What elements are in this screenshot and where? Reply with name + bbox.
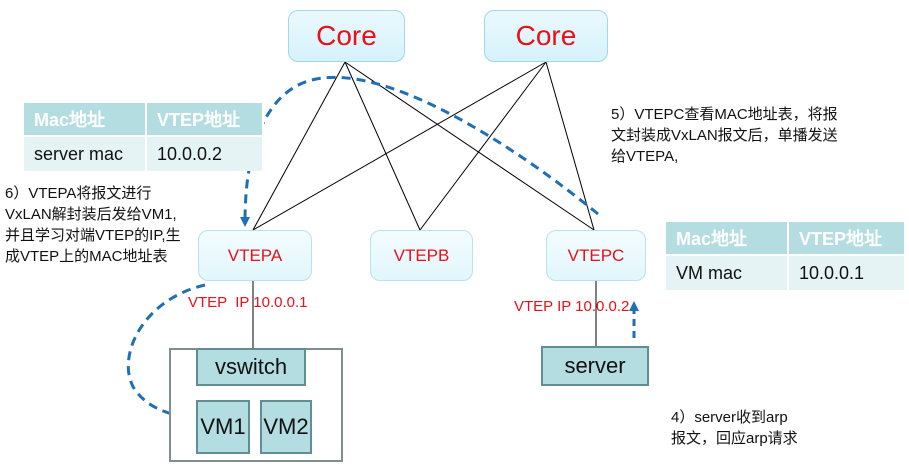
- mac-table-vtepa: Mac地址 VTEP地址 server mac 10.0.0.2: [24, 103, 264, 171]
- vtep-c: VTEPC: [546, 230, 646, 281]
- vtep-header: VTEP地址: [146, 103, 264, 136]
- flow-arrow-vtepa-to-vm1: [126, 283, 206, 422]
- server: server: [541, 346, 649, 386]
- link-core1-vtepb: [344, 61, 421, 231]
- mac-table-header-row: Mac地址 VTEP地址: [666, 222, 906, 255]
- vtep-cell: 10.0.0.2: [146, 135, 264, 171]
- note-step4: 4）server收到arp 报文，回应arp请求: [671, 409, 798, 447]
- note-step5: 5）VTEPC查看MAC地址表，将报 文封装成VxLAN报文后，单播发送 给VT…: [611, 106, 838, 165]
- core-switch-1: Core: [288, 10, 405, 62]
- mac-table-header-row: Mac地址 VTEP地址: [24, 103, 264, 136]
- table-row: server mac 10.0.0.2: [24, 135, 264, 171]
- flow-arrow-vtepc-to-vtepa: [240, 76, 599, 227]
- vm2: VM2: [260, 400, 312, 454]
- vtep-header: VTEP地址: [788, 222, 906, 255]
- mac-cell: server mac: [24, 135, 147, 171]
- link-core1-vtepa: [252, 61, 346, 231]
- note-step6: 6）VTEPA将报文进行 VxLAN解封装后发给VM1, 并且学习对端VTEP的…: [5, 185, 181, 265]
- vtep-cell: 10.0.0.1: [788, 254, 906, 290]
- table-row: VM mac 10.0.0.1: [666, 254, 906, 290]
- vtep-b: VTEPB: [370, 230, 473, 281]
- mac-table-vtepc: Mac地址 VTEP地址 VM mac 10.0.0.1: [666, 222, 906, 290]
- vtep-a: VTEPA: [198, 230, 312, 281]
- vswitch: vswitch: [196, 348, 306, 386]
- link-core1-vtepc: [344, 61, 595, 231]
- vtep-a-ip-label: VTEP IP 10.0.0.1: [188, 294, 308, 311]
- vm1: VM1: [196, 400, 250, 454]
- link-core2-vtepc: [545, 61, 595, 231]
- mac-header: Mac地址: [24, 103, 147, 136]
- mac-header: Mac地址: [666, 222, 789, 255]
- vtep-c-ip-label: VTEP IP 10.0.0.2: [514, 298, 630, 315]
- mac-cell: VM mac: [666, 254, 789, 290]
- core-switch-2: Core: [484, 10, 608, 62]
- link-core2-vtepa: [252, 61, 547, 231]
- link-core2-vtepb: [419, 61, 547, 231]
